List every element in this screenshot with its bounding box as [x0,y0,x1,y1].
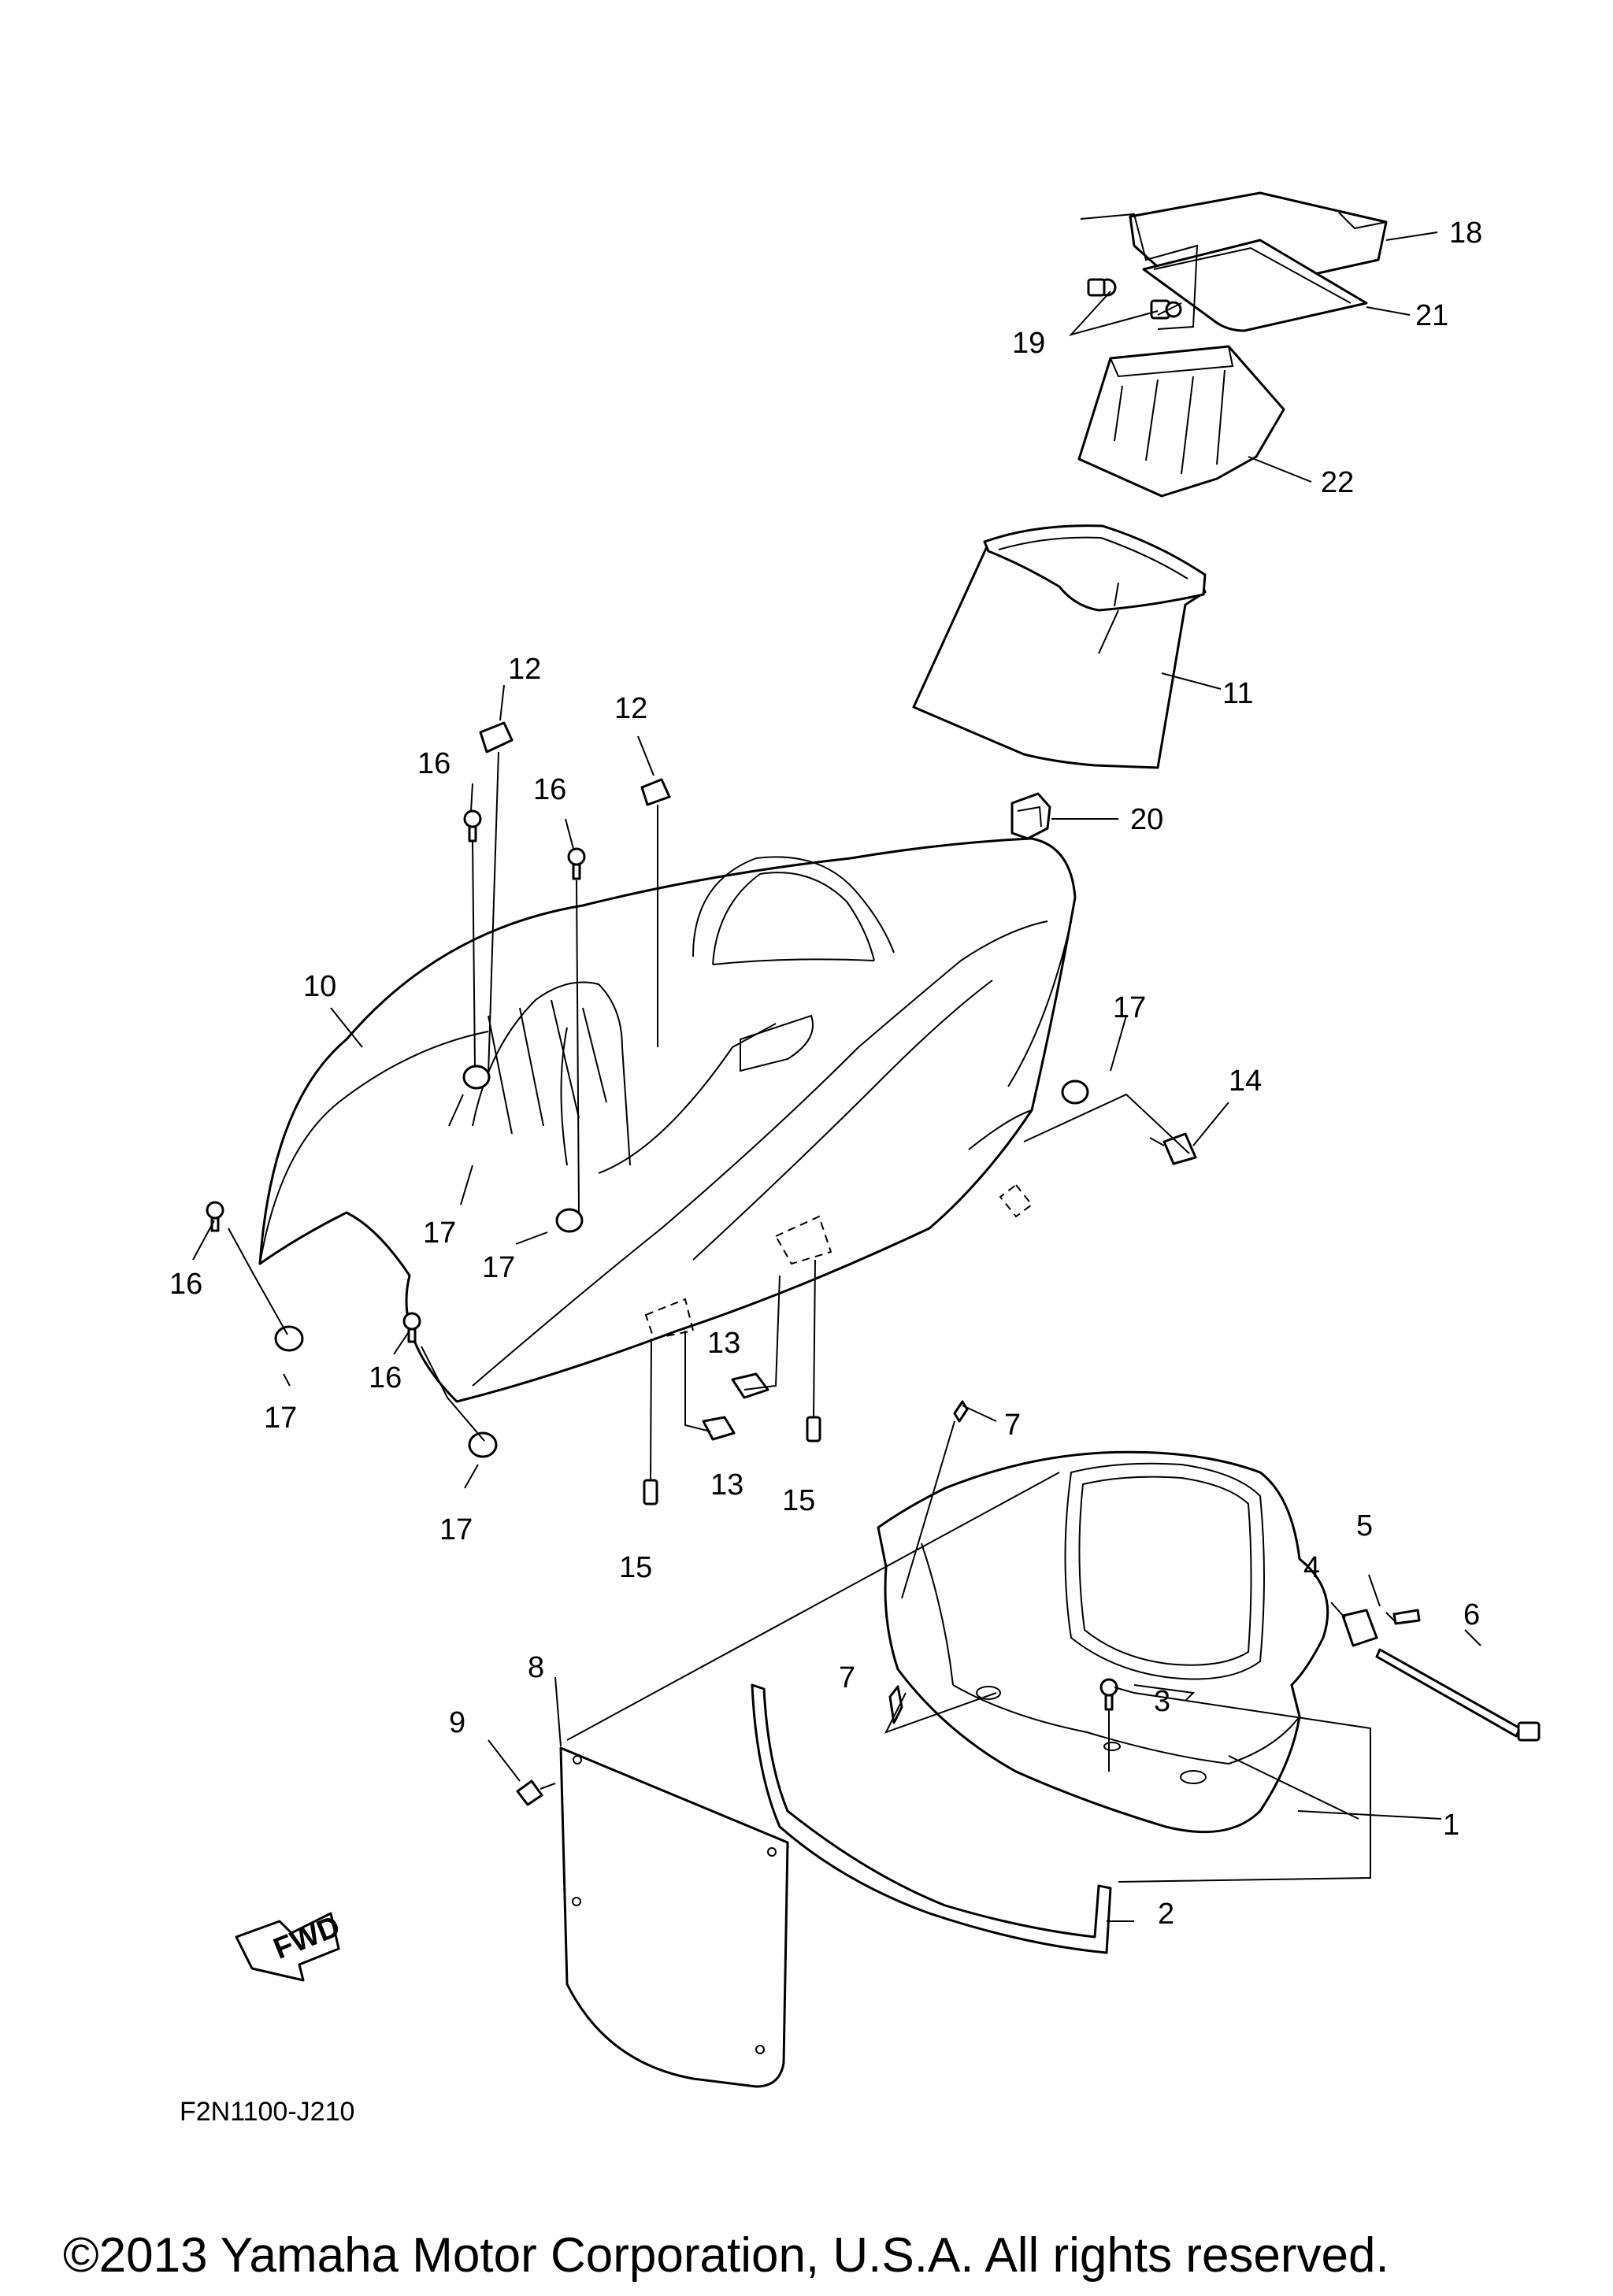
part-8-plate [559,1746,789,2088]
part-12-clip-right [640,778,671,806]
callout-20: 20 [1130,803,1163,836]
callout-13-upper: 13 [707,1327,740,1360]
part-21-seal [1142,239,1368,332]
callout-numbers: 1 2 3 4 5 6 7 7 8 9 10 11 12 12 13 13 14… [169,217,1482,1931]
callout-10: 10 [303,970,336,1003]
part-6-cable-tie [1375,1648,1541,1742]
callout-22: 22 [1321,466,1354,499]
leader-lines [192,231,1481,1922]
callout-7-lower: 7 [839,1661,855,1694]
part-9-screw [516,1779,556,1806]
callout-14: 14 [1229,1065,1262,1098]
callout-9: 9 [449,1706,465,1739]
callout-18: 18 [1449,217,1482,250]
part-22-liner [1077,345,1285,498]
part-12-clip-left [479,721,514,754]
callout-16-a: 16 [417,747,451,780]
callout-17-e: 17 [1113,991,1146,1024]
callout-3: 3 [1154,1685,1170,1718]
dashed-hidden-lines [644,1183,1033,1340]
callout-11: 11 [1222,677,1253,710]
callout-12-right: 12 [614,692,647,725]
callout-4: 4 [1303,1551,1320,1584]
part-13-nuts [702,1372,769,1441]
part-1-tray [877,1450,1329,1834]
part-4-clip [1341,1609,1378,1647]
callout-17-d: 17 [439,1513,473,1546]
callout-15-left: 15 [619,1551,652,1584]
callout-2: 2 [1158,1898,1174,1931]
part-20-latch [1010,792,1051,840]
callout-16-c: 16 [169,1268,202,1301]
callout-16-b: 16 [533,773,566,806]
callout-21: 21 [1415,299,1448,332]
callout-6: 6 [1463,1598,1480,1631]
part-14-bolt [1149,1132,1197,1165]
part-17-grommets [274,1065,1089,1458]
copyright-notice: ©2013 Yamaha Motor Corporation, U.S.A. A… [63,2228,1389,2283]
callout-17-a: 17 [423,1217,456,1250]
part-2-gasket [751,1683,1112,1954]
callout-16-d: 16 [369,1361,402,1394]
part-11-storage-bin [912,524,1207,769]
callout-12-left: 12 [508,653,541,686]
callout-19: 19 [1012,327,1045,360]
callout-5: 5 [1356,1509,1373,1542]
callout-15-right: 15 [782,1484,815,1517]
fwd-arrow-icon: FWD [235,1909,345,1982]
callout-7-upper: 7 [1004,1409,1021,1442]
callout-13-lower: 13 [710,1468,743,1502]
part-5-rivet [1385,1609,1421,1625]
callout-17-c: 17 [264,1402,297,1435]
callout-17-b: 17 [482,1251,515,1284]
callout-1: 1 [1443,1809,1459,1842]
part-19-hinges [1080,213,1199,330]
part-10-body-cover [258,837,1077,1403]
diagram-code: F2N1100-J210 [180,2097,354,2127]
callout-8: 8 [528,1651,544,1684]
